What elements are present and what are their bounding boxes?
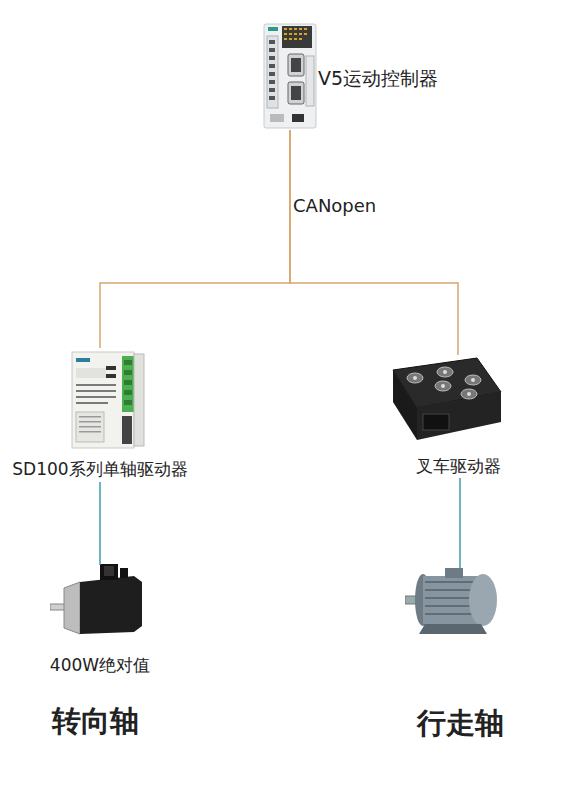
controller-illustration — [262, 22, 318, 130]
ac-motor-illustration — [405, 568, 503, 638]
connector-line — [460, 478, 461, 568]
motor-node: 行走轴 — [412, 568, 508, 640]
bus-label: CANopen — [293, 195, 376, 216]
connector-line — [100, 130, 290, 348]
device-label: V5运动控制器 — [318, 66, 478, 92]
axis-title: 行走轴 — [380, 704, 540, 744]
motor-node: 400W绝对值转向轴 — [55, 565, 145, 645]
forklift-driver-illustration — [385, 356, 503, 442]
connector-line — [290, 130, 458, 355]
connector-line — [100, 482, 101, 565]
controller-node: V5运动控制器 — [262, 22, 318, 130]
driver-node: SD100系列单轴驱动器 — [61, 348, 139, 482]
device-label: SD100系列单轴驱动器 — [0, 458, 225, 481]
servo-driver-illustration — [70, 350, 148, 450]
device-label: 叉车驱动器 — [378, 455, 538, 478]
device-label: 400W绝对值 — [20, 654, 180, 677]
servo-motor-illustration — [50, 562, 146, 642]
driver-node: 叉车驱动器 — [400, 355, 516, 478]
axis-title: 转向轴 — [15, 702, 175, 742]
